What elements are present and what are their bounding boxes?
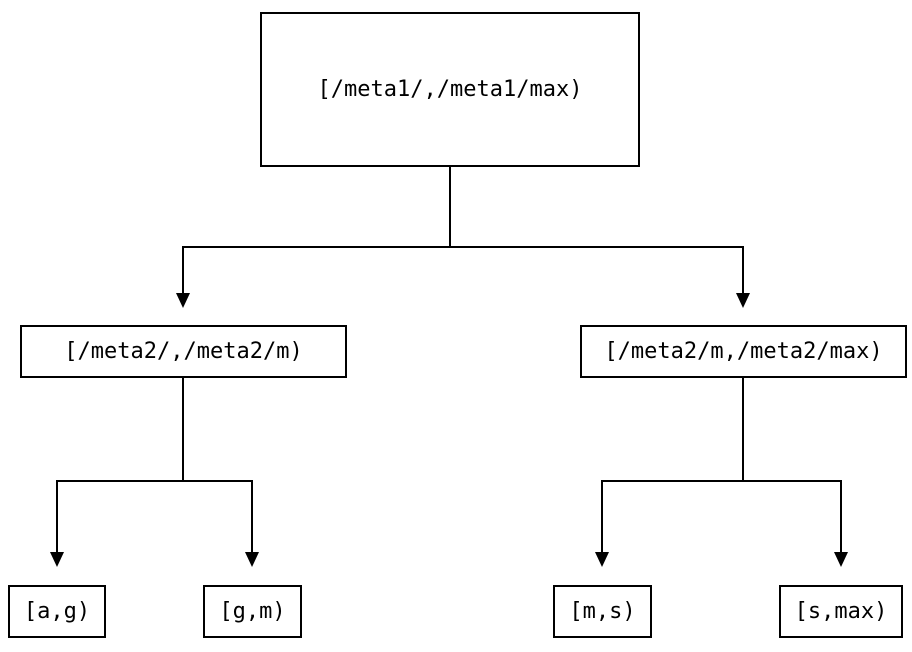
node-leaf-smax: [s,max)	[779, 585, 903, 638]
connector-drop-to-left-child	[182, 246, 184, 293]
arrowhead-down-icon	[245, 552, 259, 567]
connector-root-stem	[449, 167, 451, 247]
connector-drop-to-right-child	[742, 246, 744, 293]
node-root-label: [/meta1/,/meta1/max)	[317, 76, 583, 102]
connector-left-child-stem	[182, 378, 184, 482]
connector-drop-to-leaf-ag	[56, 480, 58, 552]
arrowhead-down-icon	[176, 293, 190, 308]
node-leaf-ms-label: [m,s)	[569, 598, 636, 624]
node-right-child-label: [/meta2/m,/meta2/max)	[604, 338, 883, 364]
node-leaf-gm: [g,m)	[203, 585, 302, 638]
arrowhead-down-icon	[736, 293, 750, 308]
connector-left-leaves-crossbar	[56, 480, 253, 482]
node-left-child-label: [/meta2/,/meta2/m)	[64, 338, 303, 364]
node-leaf-ag: [a,g)	[8, 585, 106, 638]
connector-drop-to-leaf-smax	[840, 480, 842, 552]
node-leaf-gm-label: [g,m)	[219, 598, 286, 624]
connector-right-leaves-crossbar	[601, 480, 842, 482]
connector-level1-crossbar	[182, 246, 744, 248]
node-leaf-ms: [m,s)	[553, 585, 652, 638]
node-left-child: [/meta2/,/meta2/m)	[20, 325, 347, 378]
arrowhead-down-icon	[834, 552, 848, 567]
connector-drop-to-leaf-gm	[251, 480, 253, 552]
node-root: [/meta1/,/meta1/max)	[260, 12, 640, 167]
connector-drop-to-leaf-ms	[601, 480, 603, 552]
arrowhead-down-icon	[50, 552, 64, 567]
arrowhead-down-icon	[595, 552, 609, 567]
node-leaf-smax-label: [s,max)	[794, 598, 888, 624]
connector-right-child-stem	[742, 378, 744, 482]
node-right-child: [/meta2/m,/meta2/max)	[580, 325, 907, 378]
node-leaf-ag-label: [a,g)	[23, 598, 91, 624]
